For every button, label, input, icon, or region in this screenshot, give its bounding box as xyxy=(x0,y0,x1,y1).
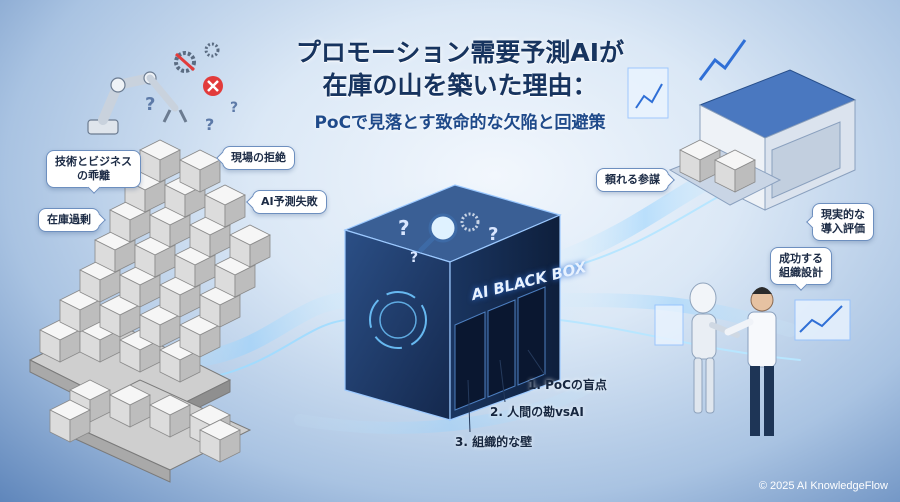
svg-text:?: ? xyxy=(398,216,410,240)
cause-3: 3. 組織的な壁 xyxy=(455,435,533,449)
headline: プロモーション需要予測AIが 在庫の山を築いた理由： PoCで見落とす致命的な欠… xyxy=(250,36,670,133)
question-mark-icons: ? ? ? xyxy=(145,94,238,134)
svg-text:?: ? xyxy=(410,250,418,266)
subtitle: PoCで見落とす致命的な欠陥と回避策 xyxy=(314,113,606,133)
copyright: © 2025 AI KnowledgeFlow xyxy=(758,480,888,492)
title-line-1: プロモーション需要予測AIが xyxy=(295,38,625,67)
cause-pointer-lines xyxy=(467,349,546,433)
warehouse-icon xyxy=(668,69,857,211)
robot-icon xyxy=(689,282,740,414)
bubble-successful-org-design: 成功する 組織設計 xyxy=(770,247,832,285)
svg-text:?: ? xyxy=(205,115,214,134)
error-x-icon xyxy=(203,76,223,96)
svg-text:?: ? xyxy=(230,100,238,116)
inventory-box-pile xyxy=(39,139,271,463)
cause-1: 1. PoCの盲点 xyxy=(528,378,607,392)
magnifier-icon: ? ? ? xyxy=(398,212,498,266)
svg-text:?: ? xyxy=(145,94,155,115)
chart-icon xyxy=(627,39,851,346)
bubble-tech-business-gap: 技術とビジネス の乖離 xyxy=(46,150,141,188)
bubble-excess-inventory: 在庫過剰 xyxy=(38,208,100,232)
cause-2: 2. 人間の勘vsAI xyxy=(490,405,584,419)
bubble-trusted-advisor: 頼れる参謀 xyxy=(596,168,669,192)
bubble-field-rejection: 現場の拒絶 xyxy=(222,146,295,170)
bubble-ai-forecast-failure: AI予測失敗 xyxy=(252,190,327,214)
gear-icon xyxy=(174,42,220,73)
svg-text:?: ? xyxy=(488,224,498,245)
robot-arm-icon xyxy=(87,71,188,135)
bubble-realistic-evaluation: 現実的な 導入評価 xyxy=(812,203,874,241)
title-line-2: 在庫の山を築いた理由： xyxy=(322,71,598,100)
person-icon xyxy=(724,287,777,436)
